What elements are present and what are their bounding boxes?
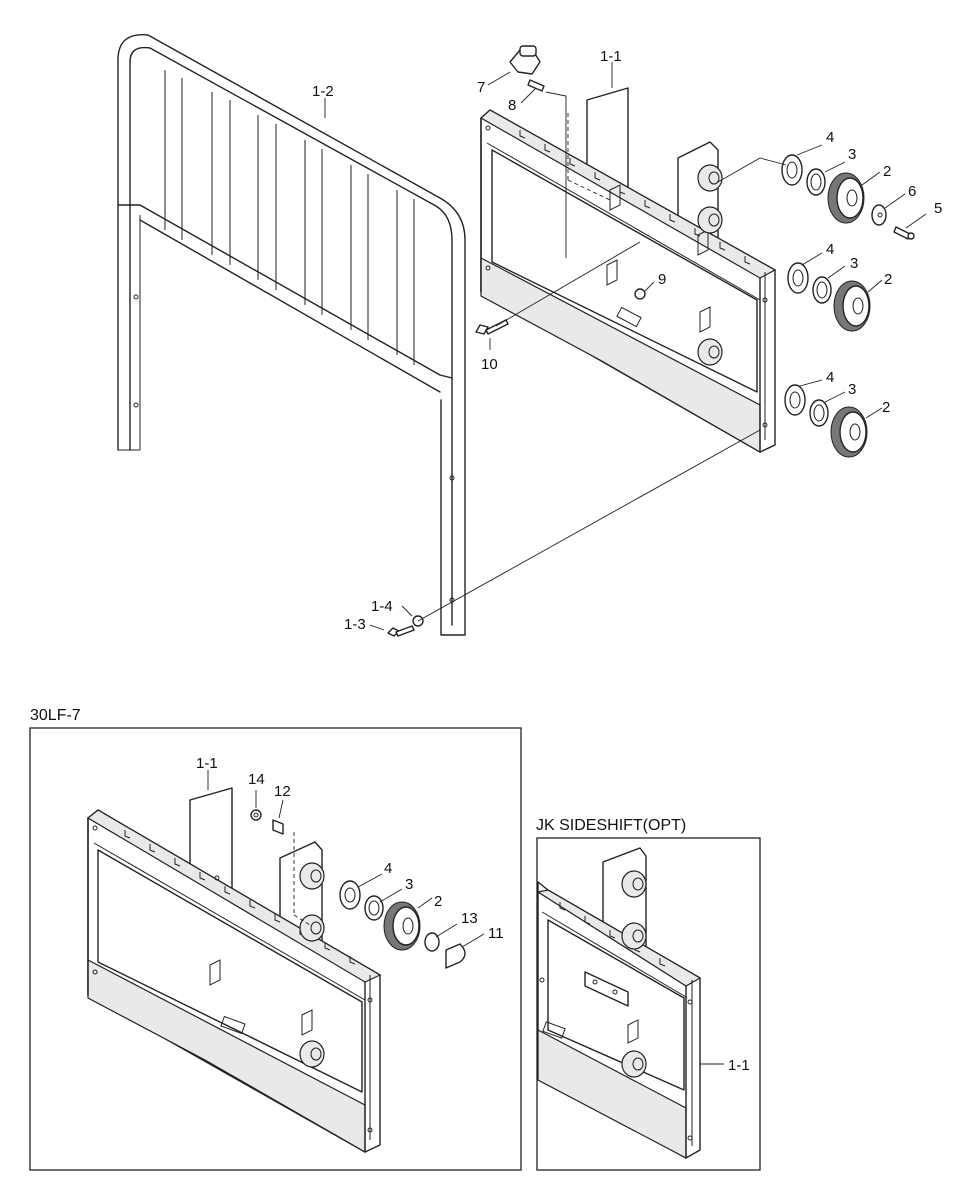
label-1-1-30lf7: 1-1 [196,755,218,772]
carriage-30lf7 [86,787,382,1154]
carriage-jk-sideshift [536,847,702,1159]
label-1-1-jk: 1-1 [728,1057,750,1074]
label-2-bot: 2 [882,399,890,416]
roller-stack-top [781,154,915,240]
roller-stack-bottom [784,384,868,458]
label-10: 10 [481,356,498,373]
roller-stack-30lf7 [250,809,466,969]
label-8: 8 [508,97,516,114]
label-4-mid: 4 [826,241,834,258]
label-2-top: 2 [883,163,891,180]
section-title-jk: JK SIDESHIFT(OPT) [536,817,686,834]
label-11: 11 [488,925,504,942]
load-backrest [117,34,466,636]
label-4-bot: 4 [826,369,834,386]
label-4-30lf7: 4 [384,860,392,877]
label-3-top: 3 [848,146,856,163]
label-1-4: 1-4 [371,598,393,615]
label-7: 7 [477,79,485,96]
label-6: 6 [908,183,916,200]
label-2-30lf7: 2 [434,893,442,910]
roller-stack-mid [787,262,871,332]
label-1-2: 1-2 [312,83,334,100]
inset-30lf7 [29,727,522,1171]
label-3-bot: 3 [848,381,856,398]
label-12: 12 [274,783,291,800]
inset-jk-sideshift [536,837,761,1171]
label-9: 9 [658,271,666,288]
label-14: 14 [248,771,265,788]
label-3-mid: 3 [850,255,858,272]
bolts [387,288,646,637]
leader-lines [324,62,927,631]
leader-lines-30lf7 [207,770,485,948]
label-2-mid: 2 [884,271,892,288]
label-1-3: 1-3 [344,616,366,633]
main-carriage [479,87,777,454]
label-1-1: 1-1 [600,48,622,65]
label-13: 13 [461,910,478,927]
grease-fitting [509,45,545,92]
section-title-30lf7: 30LF-7 [30,707,81,724]
label-3-30lf7: 3 [405,876,413,893]
label-4-top: 4 [826,129,834,146]
label-5: 5 [934,200,942,217]
